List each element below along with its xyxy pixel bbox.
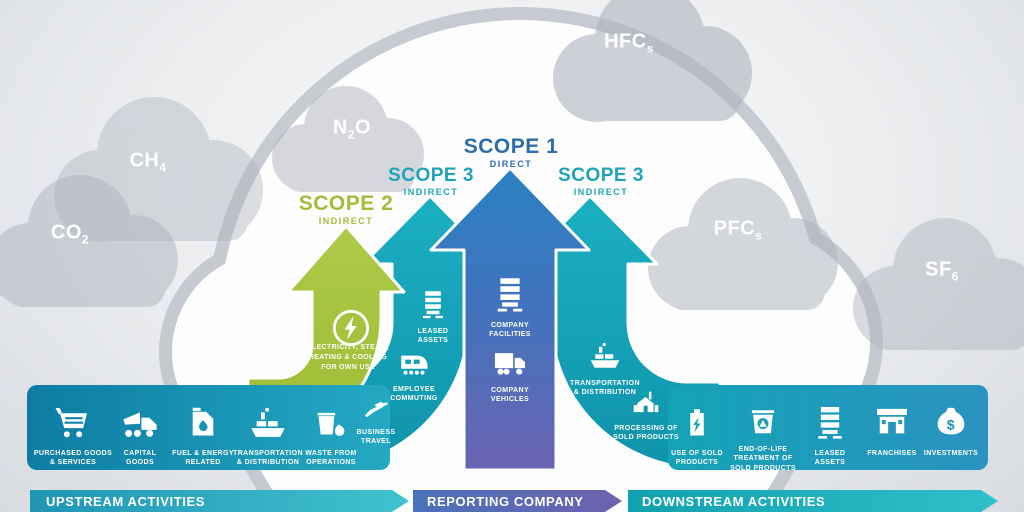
downstream-ribbon <box>628 490 998 512</box>
cloud-hfcs <box>553 0 752 122</box>
upstream-ribbon <box>30 490 409 512</box>
cloud-co2 <box>0 175 178 307</box>
scope1-arrow <box>429 166 591 472</box>
downstream-bar <box>668 385 988 470</box>
upstream-bar <box>27 385 390 470</box>
cloud-n2o <box>272 86 424 192</box>
reporting-ribbon <box>413 490 622 512</box>
cloud-sf6 <box>853 218 1024 350</box>
gas-clouds <box>0 0 1024 350</box>
cloud-pfcs <box>648 178 838 310</box>
